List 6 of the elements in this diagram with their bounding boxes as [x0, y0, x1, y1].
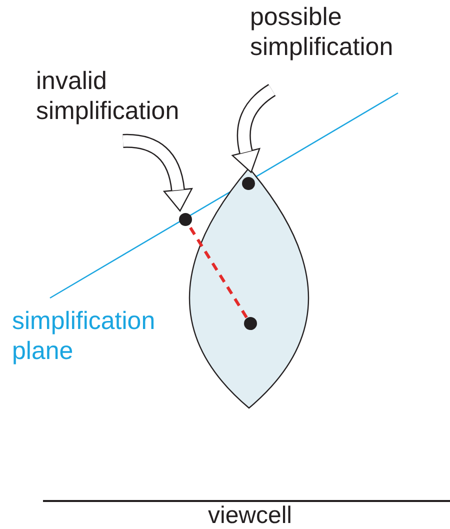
viewcell-label: viewcell	[206, 503, 294, 529]
hollow-arrow	[122, 134, 192, 212]
callout-text: invalid simplification	[36, 66, 180, 126]
hollow-arrow	[232, 84, 276, 174]
plane-label: simplification plane	[12, 306, 156, 366]
callout-text: possible simplification	[250, 2, 394, 62]
